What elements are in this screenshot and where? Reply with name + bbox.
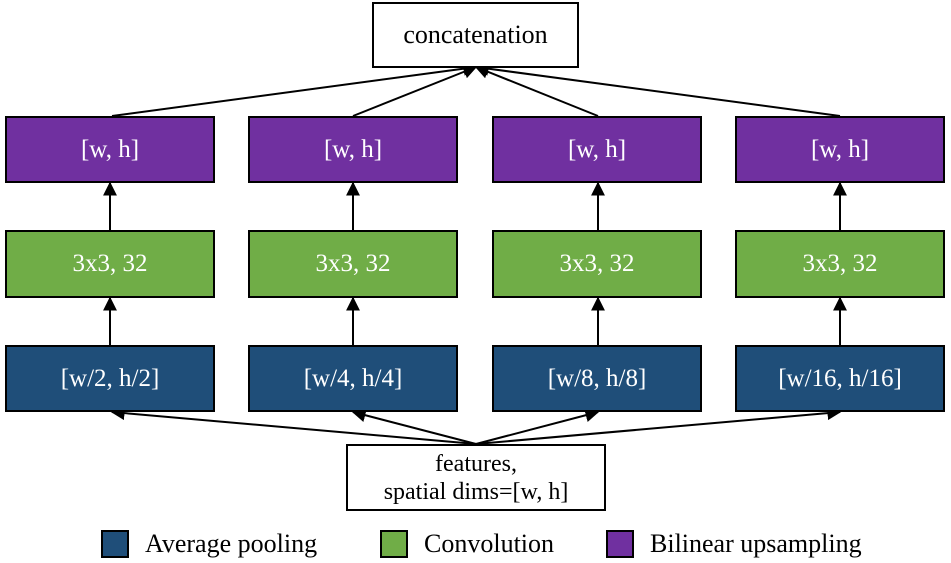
conv-box-2: 3x3, 32 — [248, 230, 458, 298]
concatenation-label: concatenation — [403, 20, 548, 49]
pool-label-4: [w/16, h/16] — [778, 364, 902, 392]
upsample-box-3: [w, h] — [492, 116, 702, 183]
legend-label-pooling: Average pooling — [145, 529, 318, 558]
legend-swatch-pooling — [101, 530, 129, 558]
legend-item-pooling: Average pooling — [101, 528, 317, 560]
legend-swatch-convolution — [380, 530, 408, 558]
upsample-label-3: [w, h] — [567, 135, 627, 163]
conv-box-3: 3x3, 32 — [492, 230, 702, 298]
legend-item-upsampling: Bilinear upsampling — [606, 528, 862, 560]
pool-box-2: [w/4, h/4] — [248, 345, 458, 412]
pool-box-1: [w/2, h/2] — [5, 345, 215, 412]
pool-label-3: [w/8, h/8] — [547, 364, 647, 392]
conv-label-1: 3x3, 32 — [72, 250, 148, 277]
features-label-line2: spatial dims=[w, h] — [383, 478, 569, 505]
legend-label-convolution: Convolution — [424, 529, 555, 558]
pool-label-1: [w/2, h/2] — [60, 364, 160, 392]
conv-box-1: 3x3, 32 — [5, 230, 215, 298]
concatenation-box: concatenation — [372, 2, 579, 68]
legend-item-convolution: Convolution — [380, 528, 554, 560]
features-box: features, spatial dims=[w, h] — [346, 444, 606, 511]
legend-swatch-upsampling — [606, 530, 634, 558]
conv-label-3: 3x3, 32 — [559, 250, 635, 277]
pool-box-4: [w/16, h/16] — [735, 345, 945, 412]
upsample-label-2: [w, h] — [323, 135, 383, 163]
upsample-box-4: [w, h] — [735, 116, 945, 183]
features-label-line1: features, — [435, 450, 517, 477]
upsample-label-4: [w, h] — [810, 135, 870, 163]
conv-box-4: 3x3, 32 — [735, 230, 945, 298]
upsample-label-1: [w, h] — [80, 135, 140, 163]
conv-label-4: 3x3, 32 — [802, 250, 878, 277]
upsample-box-1: [w, h] — [5, 116, 215, 183]
pool-box-3: [w/8, h/8] — [492, 345, 702, 412]
legend-label-upsampling: Bilinear upsampling — [650, 529, 862, 558]
upsample-box-2: [w, h] — [248, 116, 458, 183]
pool-label-2: [w/4, h/4] — [303, 364, 403, 392]
conv-label-2: 3x3, 32 — [315, 250, 391, 277]
